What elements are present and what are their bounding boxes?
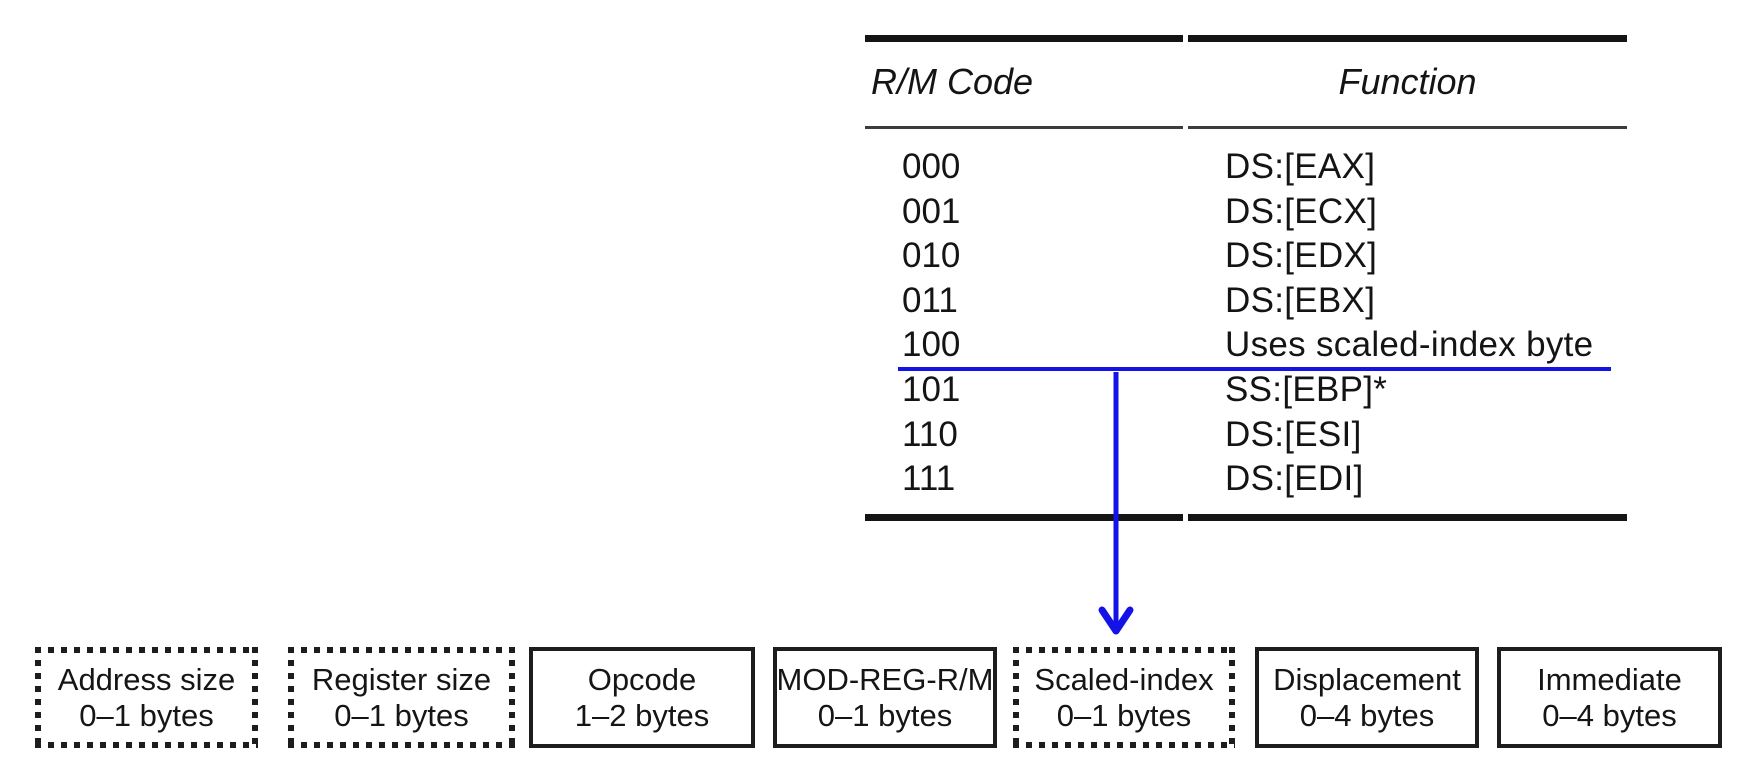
rm-code-cell: 111 (902, 459, 956, 499)
table-row: 000 DS:[EAX] (865, 145, 1627, 190)
rm-code-cell: 100 (902, 325, 961, 365)
table-body: 000 DS:[EAX] 001 DS:[ECX] 010 DS:[EDX] 0… (865, 145, 1627, 502)
column-header-rm-code: R/M Code (871, 61, 1034, 102)
function-cell: SS:[EBP]* (1225, 369, 1388, 409)
function-cell: DS:[EAX] (1225, 147, 1376, 186)
rm-code-cell: 000 (902, 147, 961, 186)
box-label: MOD-REG-R/M (776, 661, 994, 697)
table-row: 111 DS:[EDI] (865, 457, 1627, 502)
rm-code-table: R/M Code Function 000 DS:[EAX] 001 DS:[E… (865, 35, 1627, 522)
box-immediate: Immediate 0–4 bytes (1497, 647, 1722, 748)
box-label: Opcode (587, 661, 697, 697)
rm-code-cell: 110 (902, 414, 958, 454)
box-label: Scaled-index (1034, 661, 1214, 697)
box-scaled-index: Scaled-index 0–1 bytes (1013, 647, 1235, 748)
box-label: Register size (311, 661, 492, 697)
box-displacement: Displacement 0–4 bytes (1255, 647, 1479, 748)
table-row: 101 SS:[EBP]* (865, 368, 1627, 413)
rm-code-cell: 001 (902, 191, 961, 231)
rm-code-cell: 011 (902, 280, 958, 320)
box-mod-reg-rm: MOD-REG-R/M 0–1 bytes (773, 647, 997, 748)
box-bytes: 0–4 bytes (1542, 697, 1677, 733)
function-cell: DS:[EDX] (1225, 236, 1378, 276)
box-bytes: 0–4 bytes (1299, 697, 1435, 733)
table-bottom-rule (865, 514, 1627, 521)
function-cell: Uses scaled-index byte (1225, 325, 1594, 365)
table-top-rule (865, 35, 1627, 42)
function-cell: DS:[ESI] (1225, 414, 1362, 454)
rm-code-cell: 101 (902, 369, 961, 409)
arrow-head-icon (1098, 606, 1134, 635)
table-row: 110 DS:[ESI] (865, 413, 1627, 458)
table-row: 001 DS:[ECX] (865, 190, 1627, 235)
box-bytes: 1–2 bytes (574, 697, 710, 733)
function-cell: DS:[EBX] (1225, 280, 1376, 320)
rm-code-cell: 010 (902, 236, 961, 276)
table-row: 010 DS:[EDX] (865, 234, 1627, 279)
box-label: Immediate (1537, 661, 1682, 697)
box-bytes: 0–1 bytes (79, 697, 214, 733)
function-cell: DS:[EDI] (1225, 459, 1364, 499)
table-row-highlighted: 100 Uses scaled-index byte (865, 323, 1627, 368)
table-row: 011 DS:[EBX] (865, 279, 1627, 324)
box-label: Displacement (1273, 661, 1461, 697)
box-bytes: 0–1 bytes (817, 697, 953, 733)
box-register-size: Register size 0–1 bytes (288, 647, 515, 748)
box-label: Address size (57, 661, 236, 697)
table-header-rule (865, 126, 1627, 129)
column-header-function: Function (1338, 61, 1477, 102)
function-cell: DS:[ECX] (1225, 191, 1378, 231)
box-bytes: 0–1 bytes (334, 697, 469, 733)
box-bytes: 0–1 bytes (1056, 697, 1192, 733)
box-address-size: Address size 0–1 bytes (35, 647, 258, 748)
box-opcode: Opcode 1–2 bytes (529, 647, 755, 748)
